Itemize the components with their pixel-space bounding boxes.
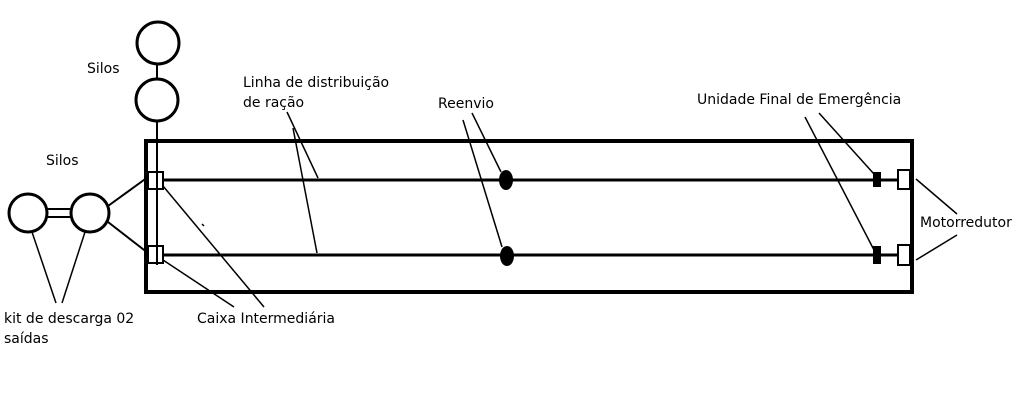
feed-branch-lower bbox=[107, 221, 149, 254]
motor-reducer-lower bbox=[897, 244, 911, 266]
silo-top-lower bbox=[134, 77, 180, 123]
label-kit-line2: saídas bbox=[4, 331, 49, 347]
intermediate-box-lower bbox=[147, 245, 164, 264]
silo-left-inner bbox=[69, 192, 111, 234]
leader-linha-upper bbox=[286, 111, 319, 179]
leader-linha-lower bbox=[292, 127, 318, 254]
label-linha-line2: de ração bbox=[243, 95, 305, 111]
leader-caixa-upper bbox=[162, 185, 265, 308]
intermediate-box-upper bbox=[147, 171, 164, 190]
label-silos-left: Silos bbox=[46, 153, 79, 169]
leader-kit-outer bbox=[31, 231, 57, 304]
leader-caixa-lower bbox=[162, 259, 235, 308]
leader-reenvio-upper bbox=[471, 112, 502, 173]
return-pulley-lower bbox=[500, 246, 514, 266]
leader-kit-inner bbox=[61, 231, 86, 304]
label-silos-top: Silos bbox=[87, 61, 120, 77]
final-unit-upper bbox=[873, 172, 881, 187]
leader-reenvio-lower bbox=[462, 119, 503, 248]
return-pulley-upper bbox=[499, 170, 513, 190]
feed-branch-upper bbox=[107, 176, 149, 207]
label-caixa: Caixa Intermediária bbox=[197, 311, 336, 327]
label-motorredutor: Motorredutor bbox=[920, 215, 1012, 231]
leader-motor-upper bbox=[915, 178, 958, 215]
leader-motor-lower bbox=[915, 234, 958, 261]
barn-outline bbox=[144, 139, 914, 294]
leader-unidade-upper bbox=[818, 112, 875, 175]
label-reenvio: Reenvio bbox=[438, 96, 494, 112]
motor-reducer-upper bbox=[897, 169, 911, 190]
leader-unidade-lower bbox=[804, 116, 875, 251]
label-linha-line1: Linha de distribuição bbox=[243, 75, 390, 91]
silo-left-outer bbox=[7, 192, 49, 234]
label-kit-line1: kit de descarga 02 bbox=[4, 311, 135, 327]
stray-tick bbox=[201, 223, 205, 227]
label-unidade-final: Unidade Final de Emergência bbox=[697, 92, 902, 108]
silo-top-upper bbox=[135, 20, 181, 66]
final-unit-lower bbox=[873, 246, 881, 264]
